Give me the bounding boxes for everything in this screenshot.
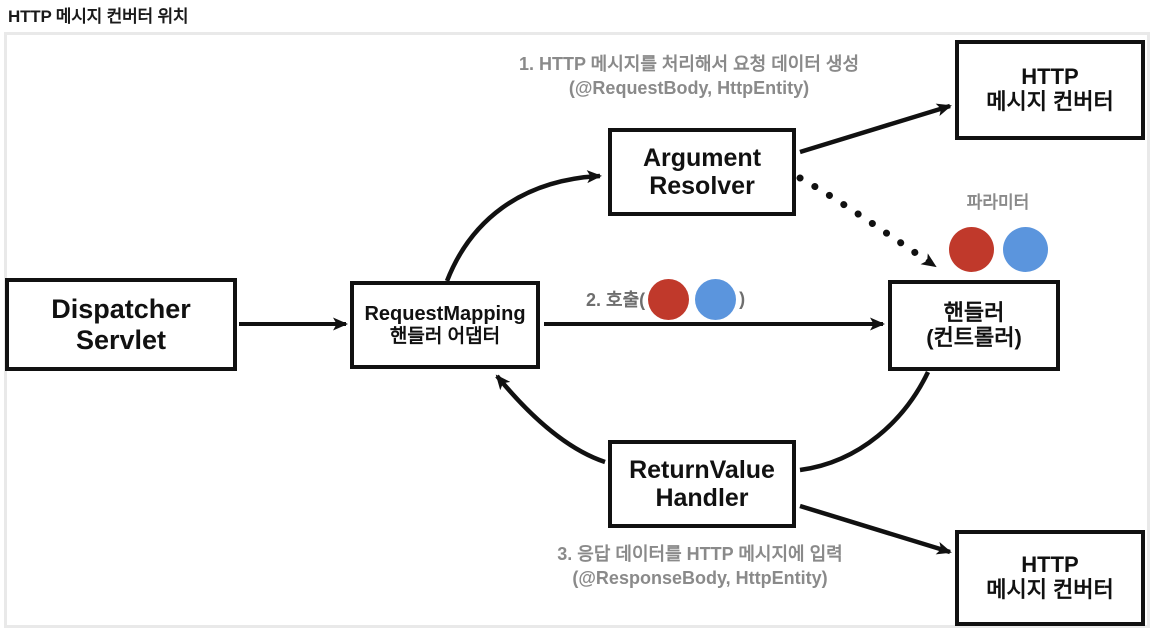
- annotation-step3-line1: 3. 응답 데이터를 HTTP 메시지에 입력: [557, 544, 843, 564]
- arrow-argumentresolver-to-handler-dotted: [796, 174, 939, 270]
- node-http-message-converter-top-line1: HTTP: [1021, 64, 1079, 90]
- node-http-message-converter-bottom: HTTP 메시지 컨버터: [955, 530, 1145, 626]
- node-http-message-converter-bottom-line1: HTTP: [1021, 552, 1079, 578]
- node-handler-controller-line1: 핸들러: [943, 299, 1005, 325]
- annotation-step1: 1. HTTP 메시지를 처리해서 요청 데이터 생성 (@RequestBod…: [444, 52, 934, 101]
- node-argument-resolver-line2: Resolver: [649, 172, 755, 200]
- node-http-message-converter-top: HTTP 메시지 컨버터: [955, 40, 1145, 140]
- node-argument-resolver: Argument Resolver: [608, 128, 796, 216]
- arrow-handler-to-returnvaluehandler: [799, 371, 931, 473]
- node-request-mapping-handler-adapter: RequestMapping 핸들러 어댑터: [350, 281, 540, 369]
- node-handler-controller-line2: (컨트롤러): [926, 324, 1022, 350]
- arrow-requestmapping-to-argumentresolver: [444, 170, 602, 282]
- node-argument-resolver-line1: Argument: [642, 144, 762, 172]
- node-dispatcher-servlet-line1: Dispatcher: [51, 294, 191, 325]
- arrow-returnvaluehandler-to-requestmapping: [495, 374, 606, 465]
- annotation-step2-prefix: 2. 호출(: [586, 290, 646, 310]
- node-http-message-converter-bottom-line2: 메시지 컨버터: [986, 577, 1114, 602]
- parameter-dot-blue-icon: [695, 278, 737, 320]
- node-dispatcher-servlet-line2: Servlet: [75, 324, 167, 355]
- parameter-dot-red-icon: [648, 278, 690, 320]
- annotation-step3-line2: (@ResponseBody, HttpEntity): [572, 568, 828, 589]
- page-title: HTTP 메시지 컨버터 위치: [8, 7, 189, 26]
- node-request-mapping-line1: RequestMapping: [364, 303, 526, 326]
- parameter-dot-blue-icon: [1003, 227, 1048, 272]
- parameter-dot-red-icon: [949, 227, 994, 272]
- node-http-message-converter-top-line2: 메시지 컨버터: [986, 89, 1114, 114]
- node-request-mapping-line2: 핸들러 어댑터: [389, 325, 501, 347]
- annotation-step2-suffix: ): [739, 288, 746, 309]
- node-dispatcher-servlet: Dispatcher Servlet: [5, 278, 237, 371]
- node-return-value-handler-line2: Handler: [655, 484, 749, 512]
- node-return-value-handler: ReturnValue Handler: [608, 440, 796, 528]
- annotation-step3: 3. 응답 데이터를 HTTP 메시지에 입력 (@ResponseBody, …: [500, 542, 900, 591]
- parameter-dots-group: [949, 227, 1048, 272]
- node-handler-controller: 핸들러 (컨트롤러): [888, 280, 1060, 371]
- node-return-value-handler-line1: ReturnValue: [629, 456, 775, 484]
- arrow-returnvaluehandler-to-converter-bottom: [799, 503, 952, 555]
- annotation-parameter-label: 파라미터: [966, 193, 1030, 212]
- annotation-step1-line1: 1. HTTP 메시지를 처리해서 요청 데이터 생성: [518, 54, 860, 74]
- annotation-step1-line2: (@RequestBody, HttpEntity): [568, 78, 810, 99]
- arrow-argumentresolver-to-converter-top: [799, 103, 952, 155]
- annotation-step2: 2. 호출( ): [586, 278, 746, 320]
